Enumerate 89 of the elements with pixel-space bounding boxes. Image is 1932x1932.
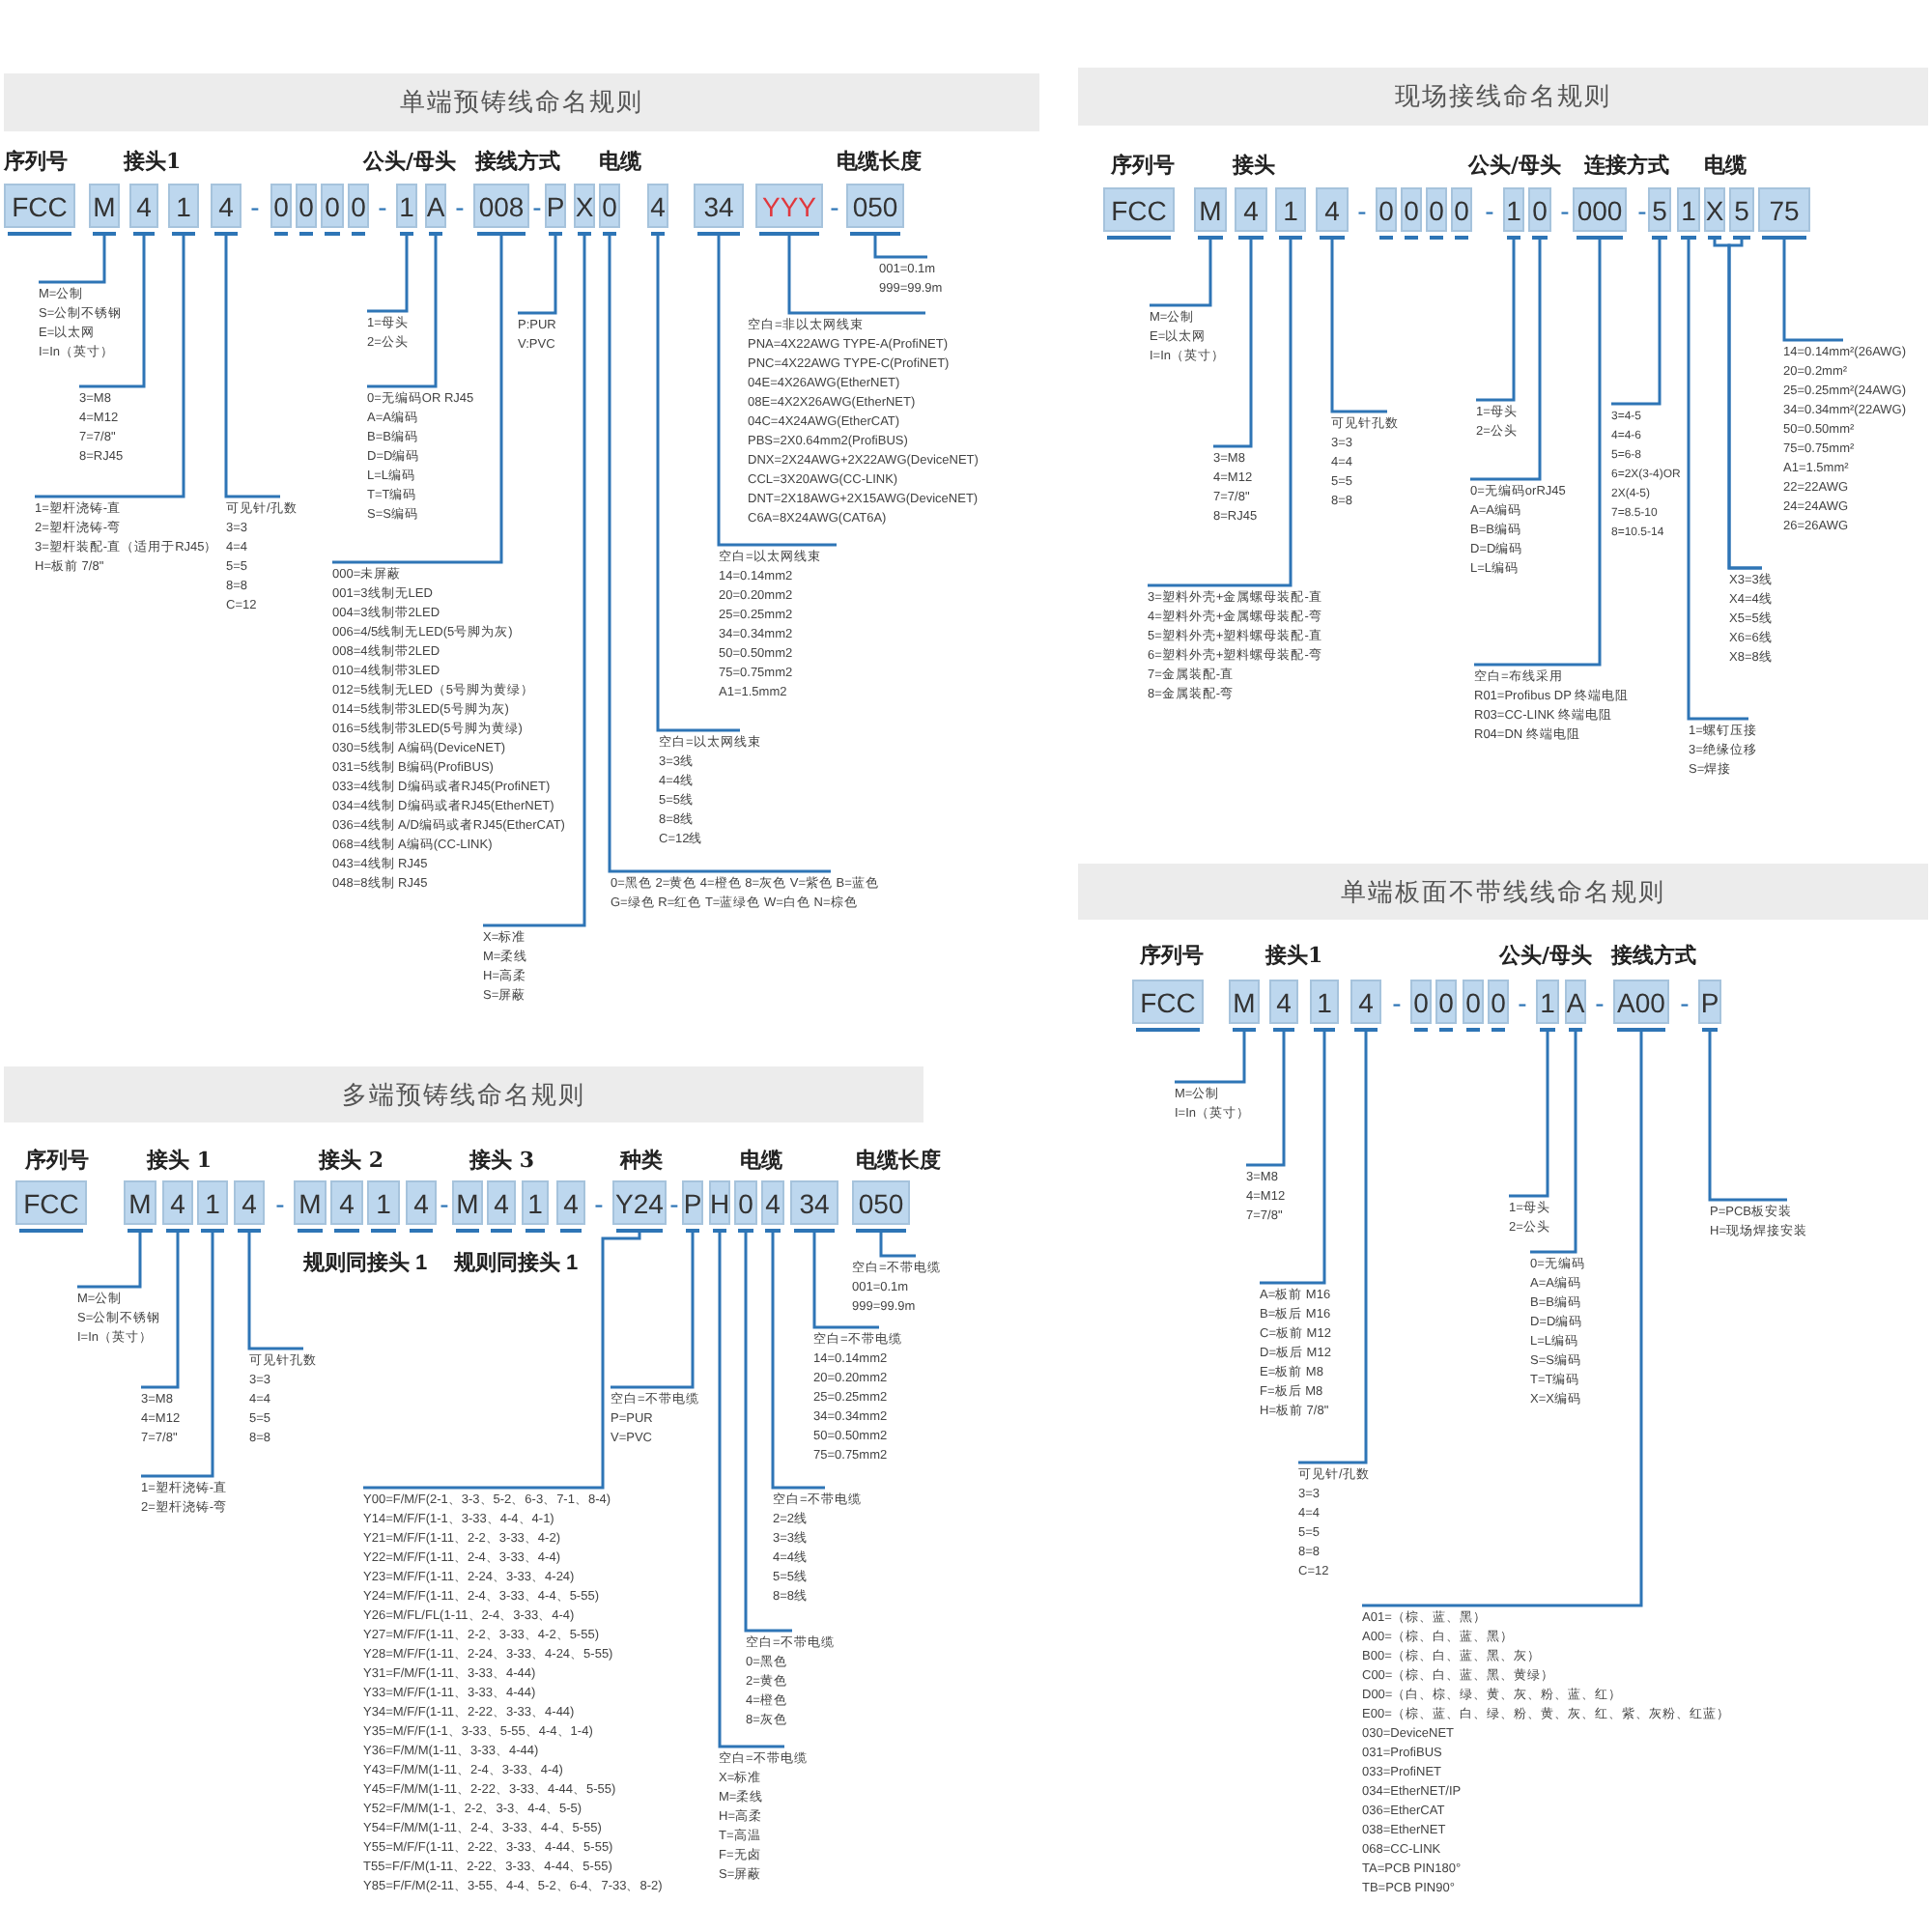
leader-line: [1530, 1032, 1577, 1254]
leader-line: [1476, 240, 1516, 402]
leader-line: [141, 1233, 214, 1478]
separator-dash: -: [378, 191, 387, 222]
separator-dash: -: [250, 191, 260, 222]
field-header: 序列号: [1140, 941, 1204, 970]
field-header: 接头1: [124, 147, 182, 176]
leader-line: [1687, 240, 1748, 721]
leader-line: [35, 236, 185, 498]
leader-line: [1611, 240, 1662, 406]
leader-line: [608, 236, 831, 873]
leader-line: [1362, 1032, 1643, 1607]
separator-dash: -: [1357, 195, 1367, 226]
leader-line: [879, 1233, 916, 1258]
leader-line: [1150, 240, 1212, 307]
separator-dash: -: [275, 1188, 285, 1219]
leader-line: [1298, 1032, 1368, 1464]
leader-line: [1708, 1032, 1787, 1202]
separator-dash: -: [1637, 195, 1647, 226]
field-header: 接头 3: [469, 1146, 534, 1175]
leader-line: [717, 236, 837, 547]
leader-line: [77, 1233, 142, 1289]
field-header: 公头/母头: [1499, 941, 1593, 970]
leader-line: [1213, 240, 1253, 448]
field-header: 接头 2: [319, 1146, 384, 1175]
separator-dash: -: [1680, 987, 1690, 1018]
separator-dash: -: [594, 1188, 604, 1219]
field-header: 序列号: [25, 1146, 89, 1175]
field-header: 接线方式: [1611, 941, 1696, 970]
separator-dash: -: [1595, 987, 1605, 1018]
field-header: 序列号: [1111, 151, 1175, 180]
separator-dash: -: [532, 191, 542, 222]
field-header: 电缆: [599, 147, 641, 176]
title-band: 单端预铸线命名规则: [4, 73, 1039, 131]
leader-line: [611, 1233, 695, 1389]
leader-line: [518, 236, 557, 315]
field-header: 电缆长度: [856, 1146, 941, 1175]
leader-line: [332, 236, 503, 564]
leader-line: [1148, 240, 1293, 587]
leader-line: [1474, 240, 1602, 667]
field-header: 接头: [1233, 151, 1275, 180]
separator-dash: -: [1392, 987, 1402, 1018]
title-band: 现场接线命名规则: [1078, 68, 1928, 126]
separator-dash: -: [1485, 195, 1494, 226]
leader-line: [1260, 1032, 1326, 1285]
leader-line: [79, 236, 146, 388]
field-header: 接头1: [1265, 941, 1323, 970]
field-header: 电缆长度: [837, 147, 922, 176]
separator-dash: -: [1560, 195, 1570, 226]
leader-line: [1175, 1032, 1246, 1084]
leader-line: [1727, 240, 1762, 570]
field-header: 接线方式: [475, 147, 560, 176]
title-band: 多端预铸线命名规则: [4, 1066, 923, 1122]
leader-line: [363, 1233, 641, 1490]
title-band: 单端板面不带线线命名规则: [1078, 864, 1928, 920]
leader-line: [787, 236, 925, 315]
leader-line: [483, 236, 586, 927]
leader-line: [1330, 240, 1387, 413]
leader-line: [367, 236, 409, 313]
separator-dash: -: [440, 1188, 449, 1219]
leader-line: [812, 1233, 879, 1329]
field-header: 种类: [620, 1146, 663, 1175]
leader-line: [1782, 240, 1843, 342]
field-header: 电缆: [1704, 151, 1747, 180]
leader-line: [718, 1233, 784, 1748]
separator-dash: -: [669, 1188, 679, 1219]
field-header: 接头 1: [147, 1146, 212, 1175]
field-header: 公头/母头: [1468, 151, 1562, 180]
separator-dash: -: [830, 191, 839, 222]
leader-line: [367, 236, 438, 388]
leader-line: [744, 1233, 792, 1633]
leader-line: [39, 236, 106, 284]
leader-line: [873, 236, 927, 259]
note-text: 规则同接头 1: [303, 1249, 428, 1277]
leader-line: [141, 1233, 180, 1389]
leader-line: [656, 236, 740, 732]
leader-line: [1246, 1032, 1286, 1167]
leader-line: [1509, 1032, 1549, 1198]
field-header: 公头/母头: [363, 147, 457, 176]
field-header: 序列号: [4, 147, 68, 176]
leader-line: [1470, 240, 1542, 481]
leader-line: [771, 1233, 825, 1490]
leader-line: [224, 236, 280, 498]
field-header: 连接方式: [1584, 151, 1669, 180]
note-text: 规则同接头 1: [454, 1249, 579, 1277]
leader-line: [247, 1233, 303, 1350]
field-header: 电缆: [740, 1146, 782, 1175]
separator-dash: -: [455, 191, 465, 222]
separator-dash: -: [1518, 987, 1527, 1018]
